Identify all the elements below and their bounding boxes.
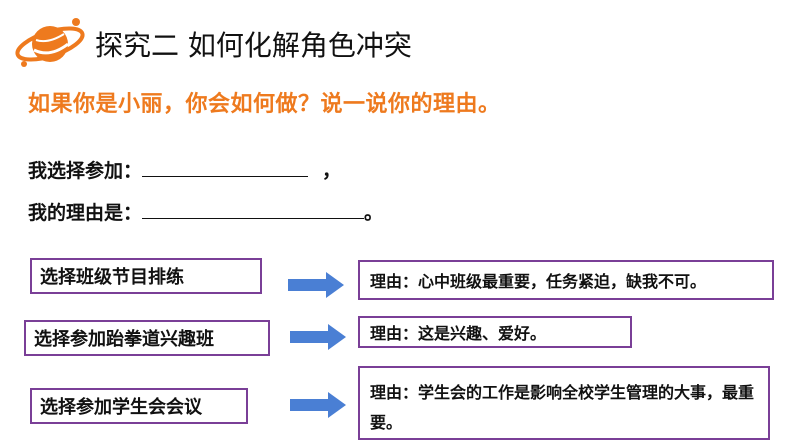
blank-underline-reason <box>142 200 365 219</box>
question-text: 如果你是小丽，你会如何做？说一说你的理由。 <box>28 92 501 117</box>
fill-label-choice: 我选择参加： <box>28 160 143 182</box>
reason-box-student-council: 理由：学生会的工作是影响全校学生管理的大事，最重要。 <box>358 366 770 440</box>
planet-logo-icon <box>15 18 85 67</box>
right-arrow-icon <box>288 272 344 298</box>
choice-label: 选择班级节目排练 <box>40 267 184 288</box>
reason-box-taekwondo: 理由：这是兴趣、爱好。 <box>358 316 632 348</box>
page-title: 探究二 如何化解角色冲突 <box>95 29 412 62</box>
blank-underline-choice <box>142 158 309 177</box>
choice-box-student-council: 选择参加学生会会议 <box>30 388 248 424</box>
reason-text: 理由：学生会的工作是影响全校学生管理的大事，最重要。 <box>370 383 755 432</box>
fill-line-choice: 我选择参加： ， <box>28 156 341 183</box>
choice-box-class-rehearsal: 选择班级节目排练 <box>30 258 262 294</box>
fill-line-reason: 我的理由是： 。 <box>28 198 383 225</box>
choice-label: 选择参加跆拳道兴趣班 <box>34 329 214 350</box>
reason-box-class-rehearsal: 理由：心中班级最重要，任务紧迫，缺我不可。 <box>358 260 774 300</box>
choice-box-taekwondo: 选择参加跆拳道兴趣班 <box>24 320 270 356</box>
reason-text: 理由：心中班级最重要，任务紧迫，缺我不可。 <box>370 272 707 291</box>
reason-text: 理由：这是兴趣、爱好。 <box>370 324 547 343</box>
choice-label: 选择参加学生会会议 <box>40 397 202 418</box>
fill-suffix-reason: 。 <box>364 202 384 224</box>
right-arrow-icon <box>290 392 346 418</box>
right-arrow-icon <box>290 324 346 350</box>
fill-suffix-choice: ， <box>322 160 342 182</box>
fill-label-reason: 我的理由是： <box>28 202 143 224</box>
